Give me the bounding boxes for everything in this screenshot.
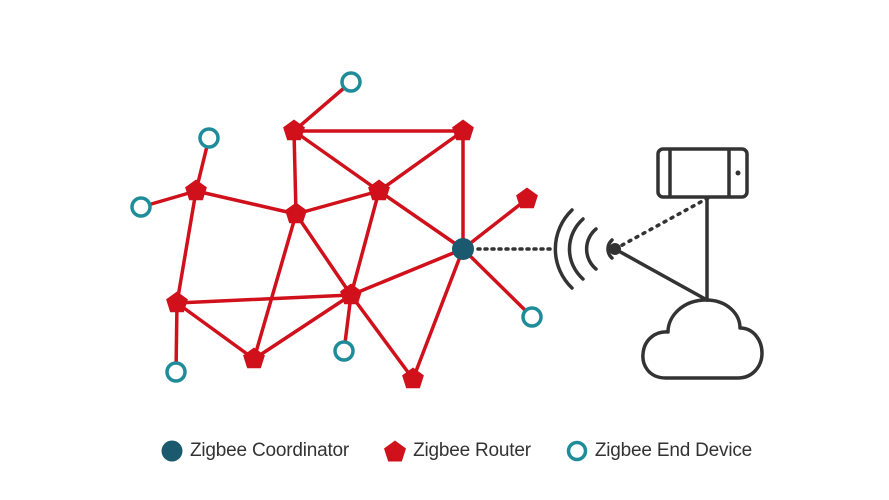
wireless-waves-icon — [553, 208, 614, 290]
mesh-links — [139, 80, 534, 381]
routers — [166, 119, 538, 389]
mesh-link — [175, 301, 256, 361]
zigbee-end-device-node — [198, 127, 220, 149]
mesh-link — [411, 247, 465, 381]
zigbee-coordinator-node — [452, 238, 474, 260]
legend-item-end-device: Zigbee End Device — [565, 439, 752, 463]
mesh-link — [252, 212, 298, 361]
zigbee-router-node — [340, 283, 362, 305]
zigbee-end-device-node — [340, 71, 362, 93]
mesh-link — [377, 189, 465, 251]
zigbee-router-node — [368, 179, 390, 201]
mesh-link — [292, 80, 353, 133]
zigbee-end-device-node — [130, 196, 152, 218]
mesh-link — [461, 247, 534, 319]
mesh-link — [175, 189, 198, 305]
zigbee-router-node — [243, 347, 265, 369]
mesh-link — [194, 189, 298, 216]
legend-label-router: Zigbee Router — [413, 440, 531, 461]
mesh-link — [292, 129, 298, 216]
mesh-link — [349, 189, 381, 297]
legend-item-router: Zigbee Router — [383, 439, 531, 463]
router-marker-icon — [384, 440, 407, 462]
legend-label-coordinator: Zigbee Coordinator — [190, 440, 350, 461]
zigbee-router-node — [283, 119, 305, 141]
legend: Zigbee Coordinator Zigbee Router Zigbee … — [160, 436, 752, 466]
zigbee-router-node — [185, 179, 207, 201]
cloud-icon — [641, 298, 764, 380]
mesh-link — [461, 197, 529, 251]
zigbee-router-node — [402, 367, 424, 389]
zigbee-end-device-node — [521, 306, 543, 328]
legend-label-end-device: Zigbee End Device — [594, 440, 753, 461]
mesh-link — [175, 293, 353, 305]
mesh-link — [174, 301, 179, 374]
mesh-link — [252, 293, 353, 361]
zigbee-end-device-node — [165, 361, 187, 383]
mesh-link — [377, 129, 465, 193]
smartphone-icon — [656, 147, 749, 199]
zigbee-router-node — [285, 202, 307, 224]
mesh-link — [349, 247, 465, 297]
legend-item-coordinator: Zigbee Coordinator — [160, 439, 349, 463]
gateway-connections — [613, 196, 710, 302]
mesh-link — [349, 293, 415, 381]
mesh-link — [294, 212, 353, 297]
gateway-hub-node — [609, 243, 621, 255]
zigbee-router-node — [516, 187, 538, 209]
end-device-marker-icon — [566, 440, 588, 462]
zigbee-router-node — [166, 291, 188, 313]
coordinator-marker-icon — [161, 440, 183, 462]
mesh-link — [294, 189, 381, 216]
zigbee-end-device-node — [333, 340, 355, 362]
mesh-link — [292, 129, 381, 193]
zigbee-router-node — [452, 119, 474, 141]
end-devices — [130, 71, 543, 383]
